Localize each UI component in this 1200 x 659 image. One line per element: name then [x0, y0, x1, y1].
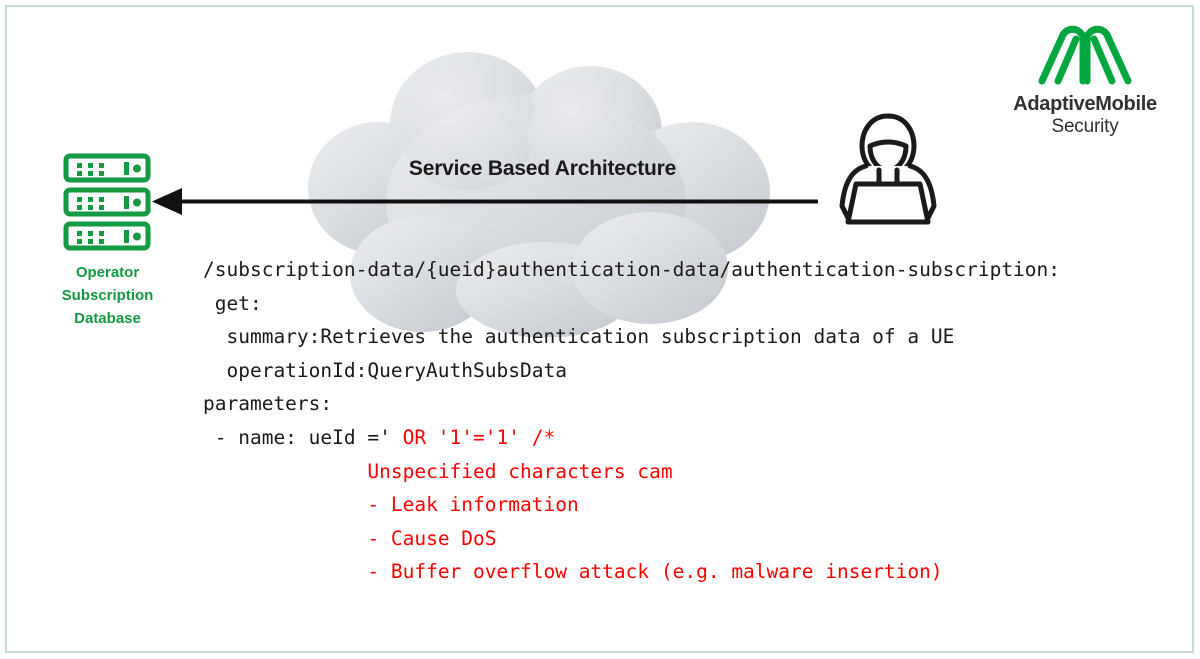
code-segment-plain: /subscription-data/{ueid}authentication-… — [203, 258, 1061, 281]
code-segment-injection: - Cause DoS — [367, 526, 497, 550]
code-line: Unspecified characters cam — [203, 455, 1183, 489]
logo-tagline: Security — [1051, 116, 1119, 137]
logo-company-name: AdaptiveMobile — [1013, 93, 1157, 115]
code-line: - Cause DoS — [203, 522, 1183, 556]
code-line: /subscription-data/{ueid}authentication-… — [203, 253, 1183, 287]
code-segment-injection: - Leak information — [367, 493, 579, 517]
code-line: - name: ueId =' OR '1'='1' /* — [203, 421, 1183, 455]
service-based-architecture-cloud — [300, 52, 785, 337]
code-line: - Buffer overflow attack (e.g. malware i… — [203, 555, 1183, 589]
code-segment-plain — [203, 527, 367, 550]
code-segment-plain: parameters: — [203, 392, 333, 416]
code-line: get: — [203, 287, 1183, 321]
openapi-code-block: /subscription-data/{ueid}authentication-… — [203, 253, 1183, 589]
cloud-label: Service Based Architecture — [408, 157, 677, 180]
database-label-line-1: Operator — [75, 264, 140, 281]
code-segment-plain — [203, 493, 367, 516]
attack-flow-arrow — [150, 186, 825, 218]
server-rack-icon — [62, 152, 152, 252]
code-segment-plain: summary:Retrieves the authentication sub… — [203, 325, 955, 349]
code-segment-plain — [203, 460, 367, 483]
database-label: Operator Subscription Database — [20, 262, 195, 330]
code-line: operationId:QueryAuthSubsData — [203, 354, 1183, 388]
code-segment-plain: get: — [203, 291, 262, 315]
code-segment-plain — [203, 560, 367, 583]
brand-logo: AdaptiveMobile Security — [1000, 25, 1170, 139]
code-segment-plain: - name: ueId =' — [203, 425, 391, 449]
code-line: summary:Retrieves the authentication sub… — [203, 320, 1183, 354]
database-label-line-2: Subscription — [61, 286, 154, 304]
code-segment-injection: OR '1'='1' /* — [390, 425, 556, 449]
adaptivemobile-m-logo-icon — [1000, 25, 1170, 87]
database-label-line-3: Database — [74, 309, 141, 327]
code-line: - Leak information — [203, 488, 1183, 522]
code-segment-plain: operationId:QueryAuthSubsData — [203, 358, 567, 382]
code-segment-injection: - Buffer overflow attack (e.g. malware i… — [367, 560, 943, 584]
hooded-hacker-laptop-icon — [832, 110, 944, 230]
code-line: parameters: — [203, 387, 1183, 421]
code-segment-injection: Unspecified characters cam — [367, 459, 673, 483]
